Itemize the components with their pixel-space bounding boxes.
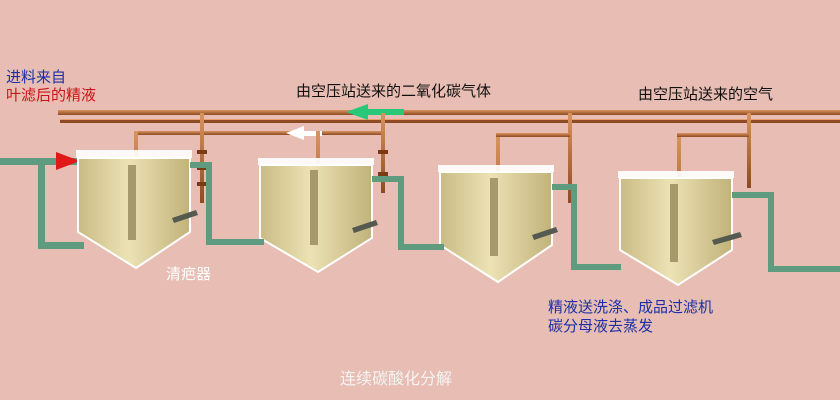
transfer-pipes — [190, 162, 840, 272]
air-header-pipe — [60, 119, 840, 123]
co2-header-pipe — [58, 110, 840, 115]
air-label: 由空压站送来的空气 — [638, 85, 774, 103]
tank-1 — [76, 150, 192, 270]
inlet-label-line2: 叶滤后的精液 — [6, 86, 97, 104]
inlet-flow-arrow — [56, 152, 80, 170]
outlet-label-line1: 精液送洗涤、成品过滤机 — [548, 298, 714, 316]
inlet-pipe — [0, 158, 84, 249]
riser-ties — [496, 133, 749, 137]
co2-branch-arrow — [286, 126, 322, 140]
co2-label: 由空压站送来的二氧化碳气体 — [296, 82, 492, 100]
outlet-label-line2: 碳分母液去蒸发 — [548, 317, 654, 335]
co2-flow-arrow — [346, 104, 404, 120]
scrubber-stubs — [172, 210, 742, 245]
tank-3 — [438, 165, 554, 284]
tank-2 — [258, 158, 374, 274]
tank-4 — [618, 171, 734, 287]
scrubber-label: 清疤器 — [166, 265, 212, 283]
co2-branch-pipe — [135, 131, 385, 135]
inlet-label-line1: 进料来自 — [6, 68, 67, 86]
diagram-title: 连续碳酸化分解 — [340, 369, 453, 388]
